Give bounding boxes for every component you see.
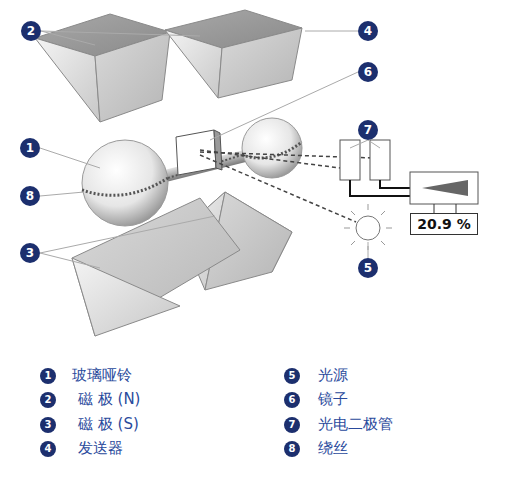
callout-number: 2 [21,21,41,41]
callout-number: 7 [358,120,378,140]
amplifier [410,172,478,213]
part-name: 磁 极 (N) [78,390,140,409]
number-text: 5 [364,262,372,274]
part-name: 玻璃哑铃 [72,366,132,385]
magnet-n [35,10,302,122]
part-name: 发送器 [78,439,123,458]
callout-number: 3 [20,243,40,263]
number-text: 2 [27,25,35,37]
number-text: 8 [26,190,34,202]
number-text: 1 [26,142,34,154]
photodiodes [340,140,410,196]
callout-number: 6 [358,62,378,82]
callout-number: 5 [358,258,378,278]
number-text: 6 [289,395,296,405]
legend-number: 1 [40,368,56,384]
number-text: 3 [45,420,52,430]
number-text: 7 [364,124,372,136]
callout-number: 8 [20,186,40,206]
number-text: 8 [289,444,296,454]
display-readout: 20.9 % [410,213,478,235]
legend-number: 3 [40,417,56,433]
callout-number: 4 [358,21,378,41]
legend-number: 5 [284,368,300,384]
part-name: 磁 极 (S) [78,415,139,434]
part-name: 光电二极管 [318,415,393,434]
number-text: 6 [364,66,372,78]
glass-dumbbell [82,118,302,226]
legend-number: 8 [284,441,300,457]
number-text: 5 [289,371,296,381]
part-name: 绕丝 [318,439,348,458]
leader-lines [40,31,380,268]
legend-number: 2 [40,392,56,408]
number-text: 2 [45,395,52,405]
part-name: 镜子 [318,390,348,409]
legend-number: 4 [40,441,56,457]
number-text: 3 [26,247,34,259]
number-text: 4 [364,25,372,37]
callout-number: 1 [20,138,40,158]
part-name: 光源 [318,366,348,385]
readout-text: 20.9 % [417,217,470,231]
legend-number: 6 [284,392,300,408]
legend-number: 7 [284,417,300,433]
number-text: 4 [45,444,52,454]
number-text: 7 [289,420,296,430]
number-text: 1 [45,371,52,381]
